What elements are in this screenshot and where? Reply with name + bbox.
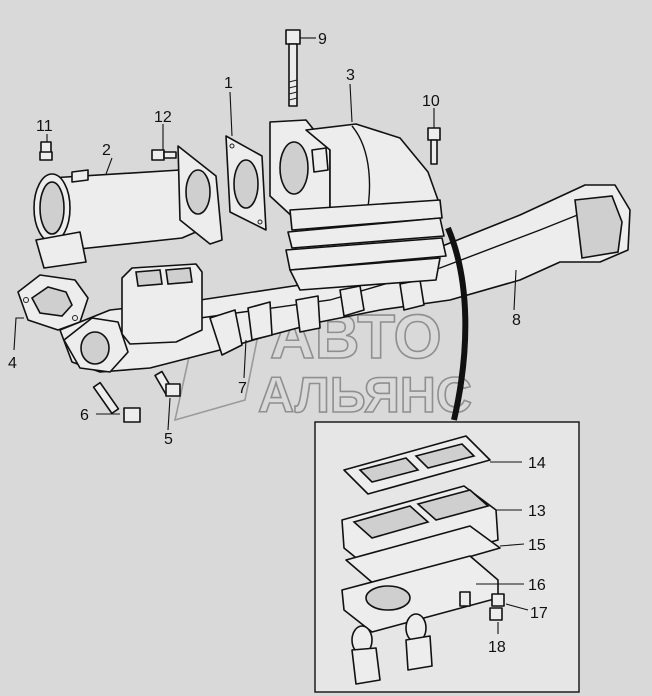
- part-7-turbo-mount-block: [121, 263, 203, 345]
- callout-4: 4: [8, 355, 17, 372]
- callout-2: 2: [102, 142, 111, 159]
- callout-10: 10: [422, 93, 440, 110]
- callout-12: 12: [154, 109, 172, 126]
- callout-16: 16: [528, 577, 546, 594]
- part-17-plug: [491, 593, 505, 607]
- part-4-gasket: [17, 274, 89, 331]
- callout-6: 6: [80, 407, 89, 424]
- part-9-bolt: [285, 29, 301, 107]
- part-5-bolt: [154, 370, 181, 397]
- part-11-bolt: [39, 141, 53, 161]
- callout-14: 14: [528, 455, 546, 472]
- watermark-line-2: АЛЬЯНС: [258, 367, 472, 423]
- part-6-bolt: [92, 381, 141, 423]
- callout-labels: 1 2 3 4 5 6 7 8 9 10 11 12 13 14 15 16 1…: [8, 31, 548, 656]
- detail-inset: [314, 421, 580, 693]
- elbow-gasket-stack: [285, 217, 447, 291]
- callout-9: 9: [318, 31, 327, 48]
- callout-5: 5: [164, 431, 173, 448]
- part-2-exhaust-pipe: [33, 169, 197, 269]
- leader-lines: [13, 37, 529, 634]
- part-3-exhaust-elbow: [269, 119, 443, 231]
- part-2-flange: [177, 145, 223, 245]
- part-18-plug: [489, 607, 503, 621]
- part-12-bolt: [151, 149, 177, 161]
- part-10-bolt: [427, 127, 441, 165]
- callout-7: 7: [238, 380, 247, 397]
- callout-3: 3: [346, 67, 355, 84]
- callout-18: 18: [488, 639, 506, 656]
- callout-1: 1: [224, 75, 233, 92]
- callout-15: 15: [528, 537, 546, 554]
- callout-13: 13: [528, 503, 546, 520]
- callout-11: 11: [36, 118, 53, 135]
- part-15-gasket: [345, 525, 501, 585]
- part-1-gasket: [225, 135, 267, 231]
- callout-17: 17: [530, 605, 548, 622]
- detail-pointer: [445, 226, 469, 421]
- callout-8: 8: [512, 312, 521, 329]
